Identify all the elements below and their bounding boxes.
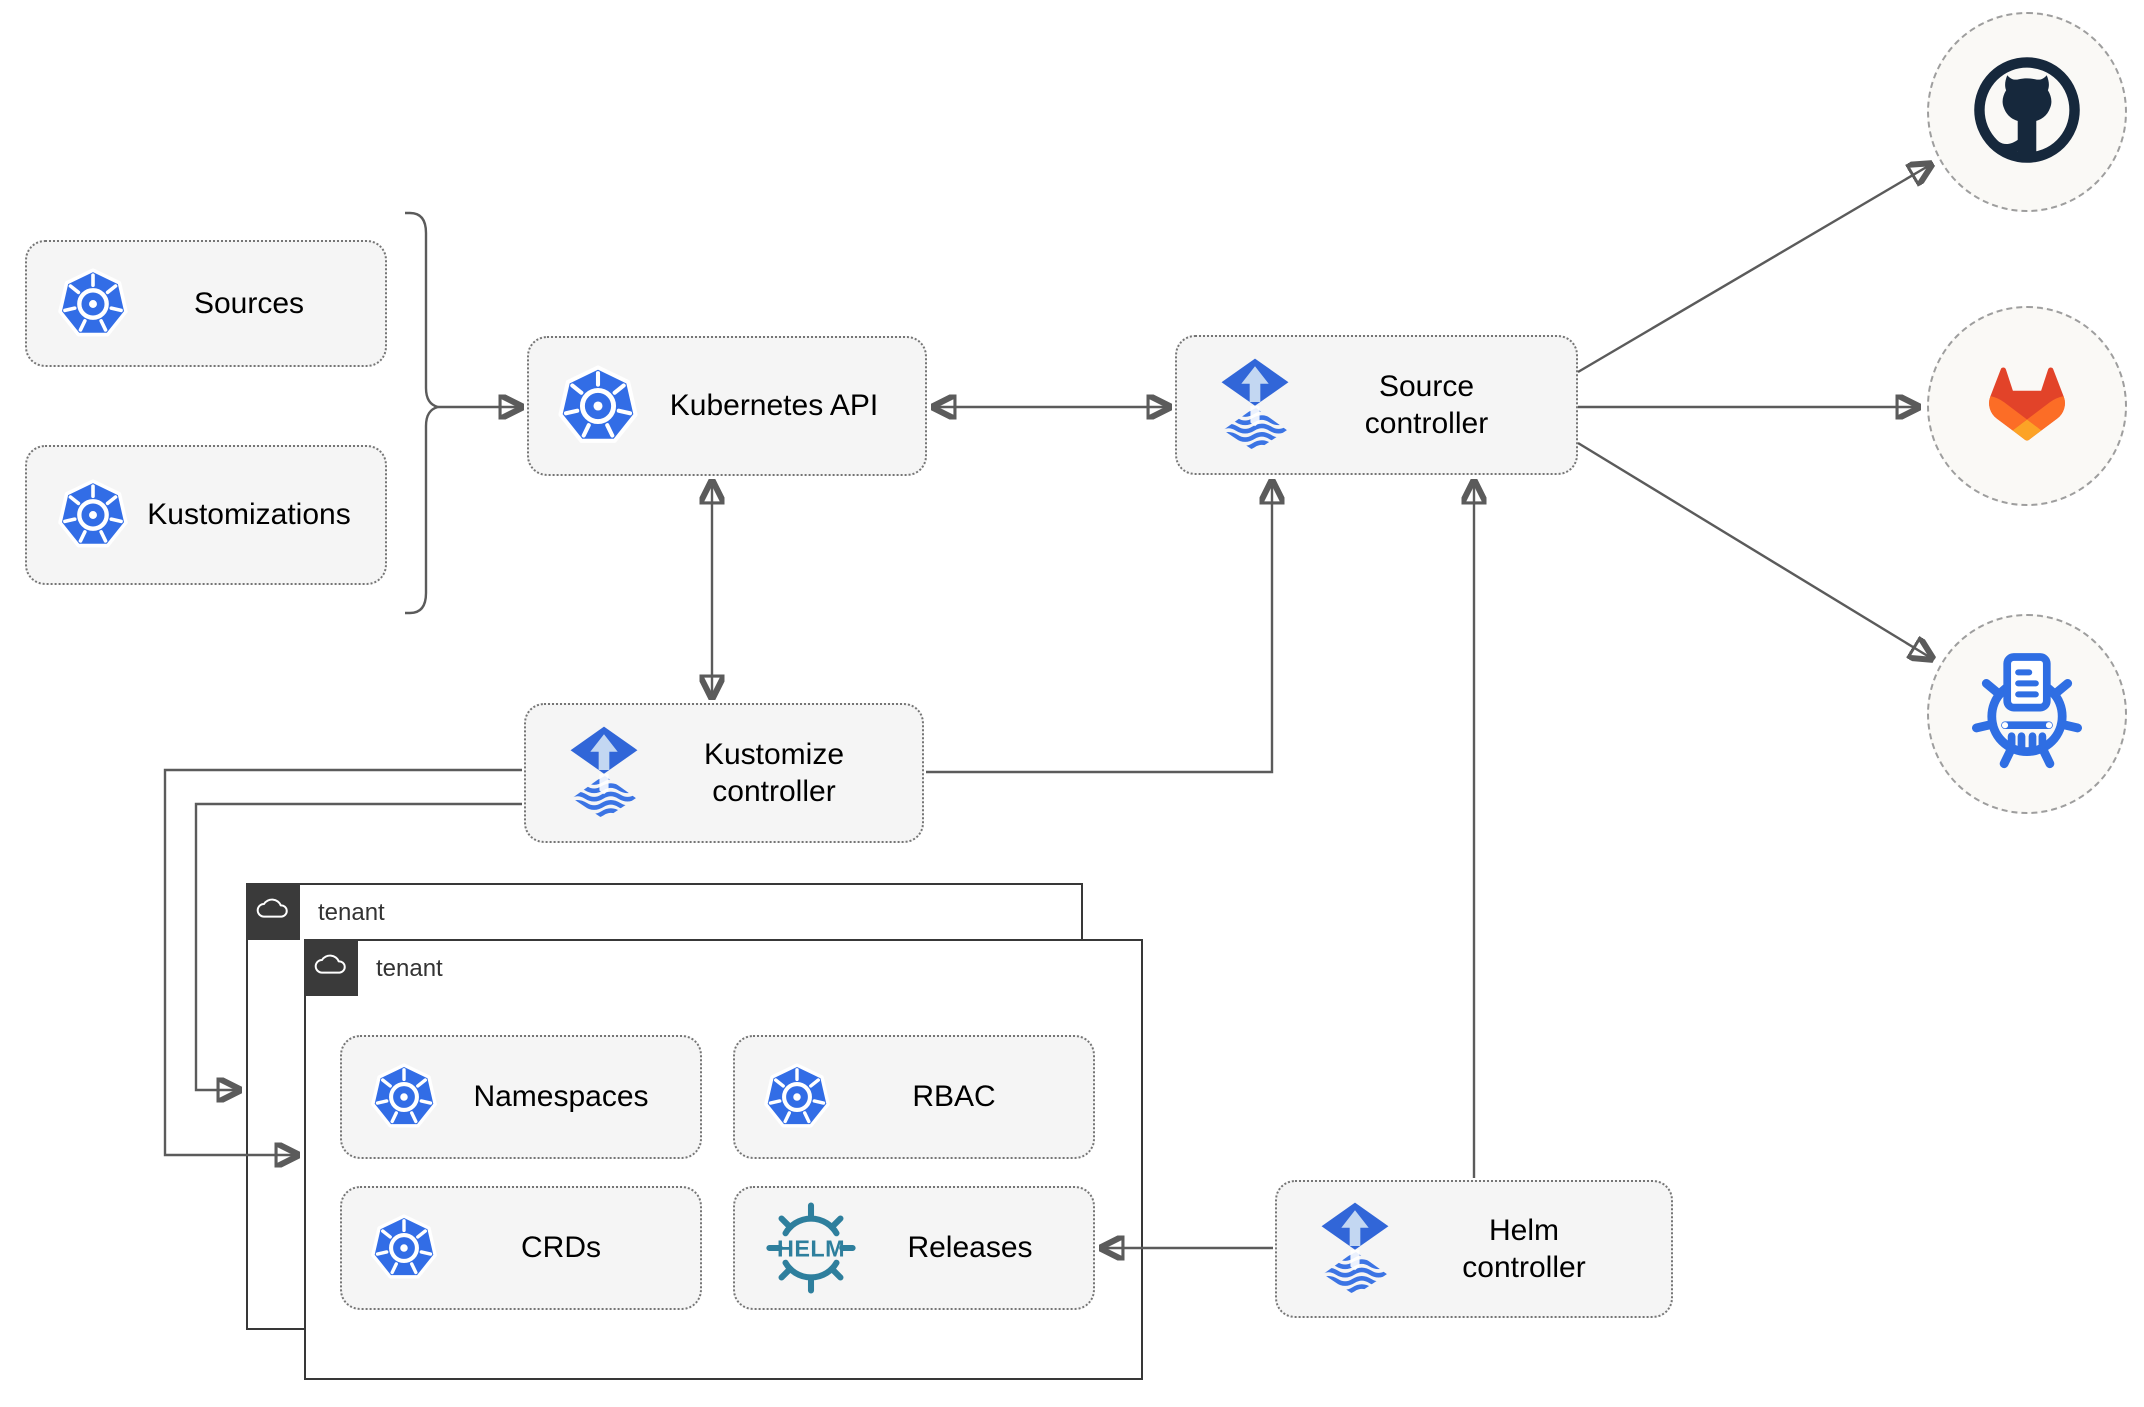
kubernetes-icon xyxy=(370,1214,438,1282)
node-source-controller: Source controller xyxy=(1175,335,1578,475)
tenant-tab xyxy=(245,882,300,940)
node-kustomize-controller: Kustomize controller xyxy=(524,703,924,843)
node-helm-controller: Helm controller xyxy=(1275,1180,1673,1318)
node-crds: CRDs xyxy=(340,1186,702,1310)
flux-icon xyxy=(1317,1201,1393,1297)
helm-icon: HELM xyxy=(759,1196,863,1300)
node-label: Sources xyxy=(193,286,305,320)
tenant-front-label: tenant xyxy=(376,955,443,982)
arrow-source-controller-to-chartmuseum xyxy=(1577,441,1931,658)
node-rbac: RBAC xyxy=(733,1035,1095,1159)
node-label: Helm controller xyxy=(1462,1213,1586,1285)
arrow-kustomize-to-source-controller xyxy=(926,483,1272,774)
node-label: Source controller xyxy=(1364,369,1489,441)
node-label: Kustomizations xyxy=(147,498,351,532)
tenant-back-label: tenant xyxy=(318,899,385,926)
node-label: Namespaces xyxy=(473,1080,649,1114)
brace-sources-group xyxy=(405,211,439,615)
node-releases: HELM Releases xyxy=(733,1186,1095,1310)
node-label: RBAC xyxy=(912,1080,996,1114)
flux-icon xyxy=(566,725,642,821)
flux-icon xyxy=(1217,357,1293,453)
kubernetes-icon xyxy=(370,1063,438,1131)
node-label: Releases xyxy=(907,1231,1033,1265)
gitlab-icon xyxy=(1952,329,2102,484)
node-kubernetes-api: Kubernetes API xyxy=(527,336,927,476)
kubernetes-icon xyxy=(763,1063,831,1131)
arrow-source-controller-to-github xyxy=(1577,165,1930,374)
tenant-box-front: tenant xyxy=(303,938,1143,1380)
github-icon xyxy=(1969,52,2085,173)
tenant-tab xyxy=(303,938,358,996)
kubernetes-icon xyxy=(57,267,129,340)
node-namespaces: Namespaces xyxy=(340,1035,702,1159)
provider-github xyxy=(1927,12,2127,212)
chartmuseum-icon xyxy=(1961,646,2093,783)
cloud-icon xyxy=(255,895,291,927)
node-sources: Sources xyxy=(25,240,387,367)
cloud-icon xyxy=(313,951,349,983)
node-kustomizations: Kustomizations xyxy=(25,445,387,585)
node-label: Kubernetes API xyxy=(669,389,879,423)
node-label: CRDs xyxy=(521,1231,601,1265)
kubernetes-icon xyxy=(557,365,639,447)
helm-logo-text: HELM xyxy=(777,1236,845,1262)
provider-chartmuseum xyxy=(1927,614,2127,814)
node-label: Kustomize controller xyxy=(703,737,845,809)
kubernetes-icon xyxy=(57,479,129,551)
provider-gitlab xyxy=(1927,306,2127,506)
